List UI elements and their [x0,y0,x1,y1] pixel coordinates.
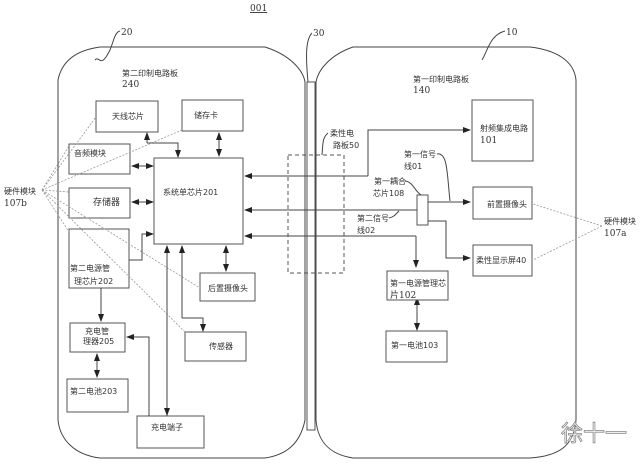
signal-line-01-label-1: 第一信号 [404,149,436,159]
second-pcb-outline [57,46,306,459]
signal-line-01-label-2: 线01 [404,161,422,171]
front-camera-box [472,186,533,220]
rf-ic-label-1: 射频集成电路 [480,123,528,133]
hw-module-107a-label-1: 硬件模块 [604,216,636,226]
ref-20: 20 [121,28,133,38]
battery2-box [66,378,129,413]
storage-card-box [181,99,244,132]
antenna-chip-box [95,100,159,133]
sensor-box [184,331,247,362]
signal-line-01-leader [436,153,451,202]
hw-107b-leaders [41,116,201,333]
figure-number: 001 [250,4,267,14]
charger-label-2: 理器205 [83,337,114,346]
flex-display-label: 柔性显示屏40 [476,255,526,265]
ref-leader-10 [481,30,506,61]
rf-ic-label-2: 101 [480,136,497,146]
ref-leader-20 [94,30,121,62]
memory-label: 存储器 [93,196,120,208]
rear-camera-label: 后置摄像头 [208,283,248,293]
charge-port-box [136,415,205,449]
audio-module-label: 音频模块 [74,148,106,158]
pmic2-label-1: 第二电源管 [70,263,110,273]
coupler-chip-box [416,194,429,226]
storage-card-label: 储存卡 [194,110,218,120]
signal-line-02-label-1: 第二信号 [357,213,389,223]
battery1-label: 第一电池103 [391,340,438,350]
ref-30: 30 [313,29,325,39]
flex-connector [306,81,316,431]
first-pcb-title: 第一印制电路板 [413,74,469,84]
pmic1-label-1: 第一电源管理芯 [390,278,446,288]
pmic1-box [386,270,449,301]
flex-board-leader [321,132,329,156]
first-pcb-outline [315,46,577,459]
flex-board-label-2: 路板50 [333,140,359,150]
rf-ic-box [471,99,534,162]
second-pcb-number: 240 [122,80,139,90]
battery2-label: 第二电池203 [70,386,117,396]
hw-107a-leaders [532,203,603,261]
watermark: 徐十一 [561,422,627,447]
pmic2-label-2: 理芯片202 [74,276,113,286]
charger-label-1: 充电管 [85,326,109,336]
sensor-label: 传感器 [209,341,233,351]
flex-board-label-1: 柔性电 [330,128,354,138]
pmic2-box [68,228,130,289]
hw-module-107b-label-2: 107b [4,199,27,209]
charge-port-label: 充电端子 [151,422,183,432]
coupler-label-1: 第一耦合 [374,176,406,186]
soc-box [153,157,244,245]
soc-label: 系统单芯片201 [163,187,218,197]
hw-module-107b-label-1: 硬件模块 [4,186,36,196]
antenna-chip-label: 天线芯片 [112,111,144,121]
flex-circuit-board-region [287,154,345,274]
audio-module-box [68,143,131,175]
coupler-label-2: 芯片108 [373,188,404,198]
battery1-box [385,330,448,363]
hw-module-107a-label-2: 107a [604,229,627,239]
cross-board-connections [244,127,471,331]
second-pcb-title: 第二印制电路板 [122,68,178,78]
ref-leader-30 [306,32,313,83]
coupler-leader [404,180,422,196]
flex-display-box [472,244,533,277]
signal-line-02-label-2: 线02 [357,225,375,235]
left-connections [94,132,229,416]
rear-camera-box [199,272,256,302]
first-pcb-number: 140 [413,86,430,96]
ref-10: 10 [506,28,518,38]
front-camera-label: 前置摄像头 [487,199,527,209]
signal-line-02-leader [388,210,400,219]
pmic1-label-2: 片102 [390,289,416,301]
charger-box [69,322,126,353]
